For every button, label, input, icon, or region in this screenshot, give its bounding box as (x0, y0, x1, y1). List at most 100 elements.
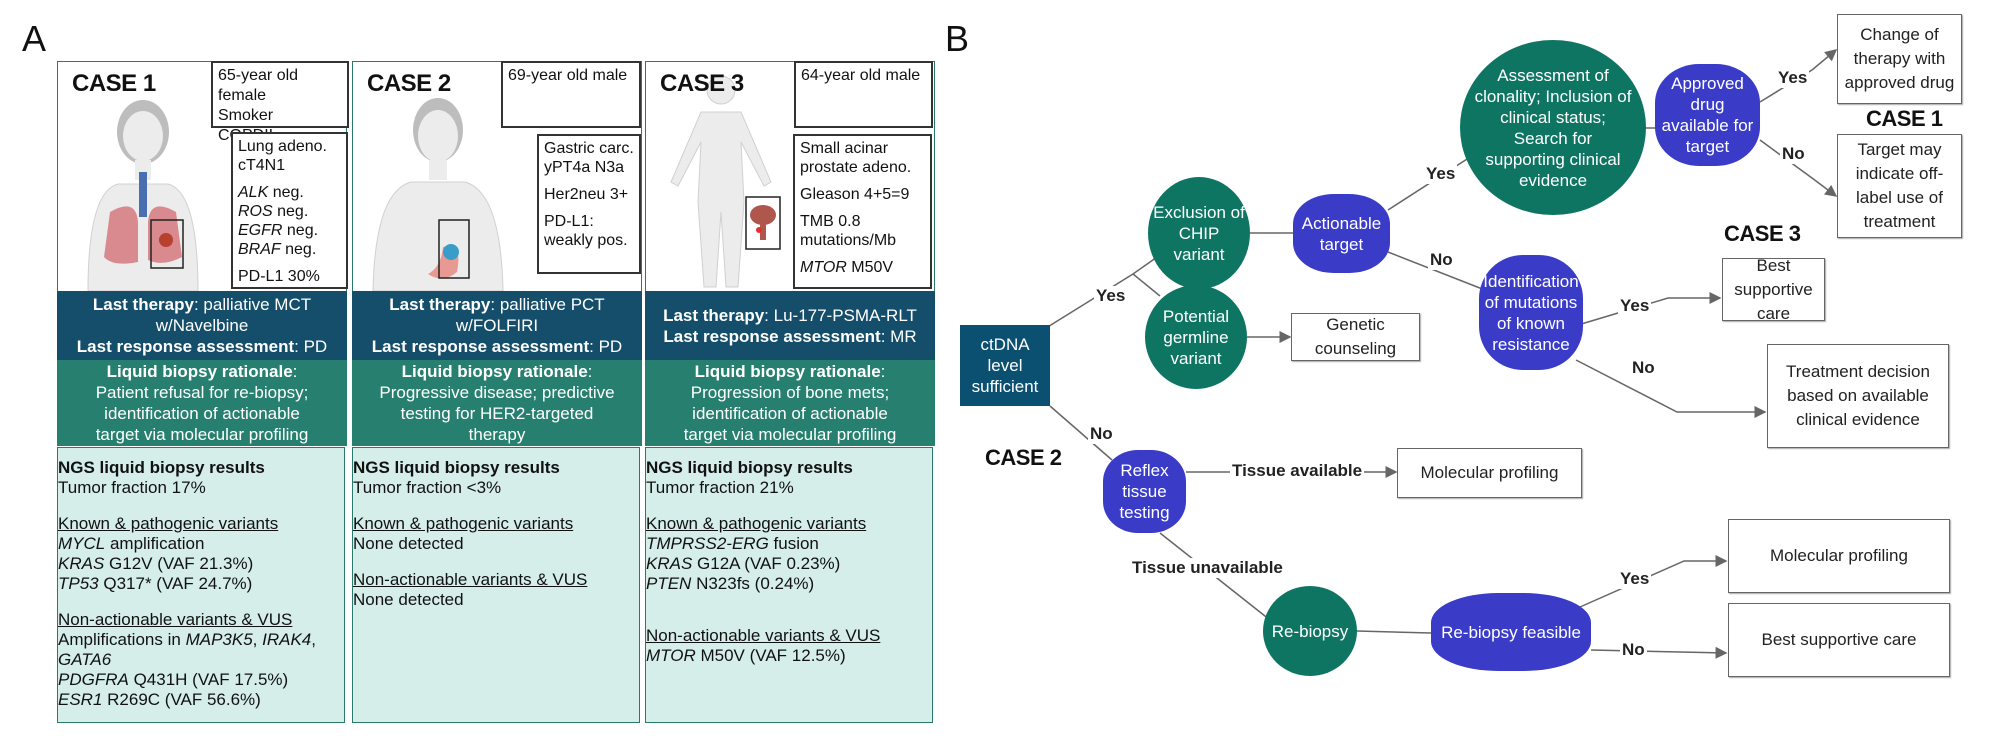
rationale-line: identification of actionable (57, 403, 347, 424)
results-line-segment: NGS liquid biopsy results (646, 458, 853, 477)
diagnosis-line: Lung adeno. (238, 137, 341, 156)
case-title: CASE 2 (367, 70, 451, 97)
results-line-segment: fusion (768, 534, 819, 553)
demographics-line: 69-year old male (508, 67, 628, 84)
results-line-segment: GATA6 (58, 650, 112, 669)
liquid-biopsy-rationale-band: Liquid biopsy rationale:Patient refusal … (57, 360, 347, 446)
results-line-segment: TP53 (58, 574, 99, 593)
edge-label-resistance-no: No (1630, 358, 1657, 378)
case-title: CASE 3 (660, 70, 744, 97)
results-line: MYCL amplification (58, 534, 344, 554)
node-ctdna-level: ctDNA level sufficient (960, 325, 1050, 406)
therapy-line-segment: : palliative PCT (490, 295, 605, 314)
box-change-of-therapy: Change of therapy with approved drug (1837, 14, 1962, 104)
diagnosis-line-segment: PD-L1: (544, 213, 594, 230)
rationale-line-segment: Liquid biopsy rationale (694, 362, 881, 381)
edge-label-resistance-yes: Yes (1618, 296, 1652, 316)
diagnosis-line-segment: BRAF (238, 241, 281, 258)
results-line-segment: R269C (VAF 56.6%) (102, 690, 261, 709)
results-line-segment: KRAS (58, 554, 105, 573)
rationale-line-segment: : (292, 362, 298, 381)
therapy-line-segment: Last response assessment (371, 337, 590, 356)
demographics-line: Smoker (218, 107, 274, 124)
rationale-line-segment: target via molecular profiling (95, 425, 309, 444)
results-line-segment: IRAK4 (262, 630, 312, 649)
rationale-line-segment: testing for HER2-targeted (400, 404, 594, 423)
rationale-line-segment: identification of actionable (104, 404, 300, 423)
results-line-segment: None detected (353, 590, 464, 609)
therapy-line-segment: : PD (589, 337, 623, 356)
diagnosis-line: Gastric carc. (544, 139, 634, 158)
case2-label: CASE 2 (985, 445, 1062, 470)
case-panel-1: CASE 1 65-year old femaleSmokerCOPDIILung… (57, 61, 349, 723)
rationale-line: therapy (352, 424, 642, 445)
rationale-line: Progression of bone mets; (645, 382, 935, 403)
diagnosis-line-segment: prostate adeno. (800, 159, 912, 176)
results-line: NGS liquid biopsy results (58, 458, 344, 478)
liquid-biopsy-rationale-band: Liquid biopsy rationale:Progression of b… (645, 360, 935, 446)
results-line-segment: , (252, 630, 263, 649)
diagnosis-line-segment: Gleason 4+5=9 (800, 186, 910, 203)
therapy-line: w/Navelbine (57, 315, 347, 336)
diagnosis-line-segment: ROS (238, 203, 273, 220)
rationale-line: identification of actionable (645, 403, 935, 424)
results-line-segment: Amplifications in (58, 630, 186, 649)
rationale-line-segment: Progression of bone mets; (690, 383, 890, 402)
rationale-line: Progressive disease; predictive (352, 382, 642, 403)
diagnosis-line: ALK neg. (238, 183, 341, 202)
results-line-segment: Tumor fraction <3% (353, 478, 502, 497)
liquid-biopsy-rationale-band: Liquid biopsy rationale:Progressive dise… (352, 360, 642, 446)
demographics-box: 65-year old femaleSmokerCOPDII (211, 61, 349, 144)
node-exclusion-chip: Exclusion of CHIP variant (1148, 177, 1250, 289)
diagnosis-line: BRAF neg. (238, 240, 341, 259)
node-potential-germline: Potential germline variant (1145, 285, 1247, 389)
rationale-line: Liquid biopsy rationale: (352, 361, 642, 382)
therapy-line: Last response assessment: PD (57, 336, 347, 357)
rationale-line: Liquid biopsy rationale: (645, 361, 935, 382)
therapy-line: Last therapy: Lu-177-PSMA-RLT (645, 305, 935, 326)
demographics-line: 64-year old male (801, 67, 921, 84)
results-line: None detected (353, 534, 639, 554)
rationale-line: Liquid biopsy rationale: (57, 361, 347, 382)
rationale-line-segment: target via molecular profiling (683, 425, 897, 444)
diagnosis-line-segment: Her2neu 3+ (544, 186, 629, 203)
box-off-label: Target may indicate off-label use of tre… (1837, 134, 1962, 238)
results-line-segment: None detected (353, 534, 464, 553)
results-line-segment: MYCL (58, 534, 106, 553)
edge-label-ctdna-yes: Yes (1094, 286, 1128, 306)
box-genetic-counseling: Genetic counseling (1291, 313, 1420, 361)
diagnosis-line: prostate adeno. (800, 158, 925, 177)
edge-label-approved-no: No (1780, 144, 1807, 164)
node-actionable-target: Actionable target (1293, 194, 1390, 273)
results-line: Known & pathogenic variants (646, 514, 932, 534)
rationale-line-segment: Liquid biopsy rationale (106, 362, 293, 381)
therapy-line-segment: w/Navelbine (155, 316, 249, 335)
diagnosis-line-segment: Gastric carc. (544, 140, 634, 157)
case-title: CASE 1 (72, 70, 156, 97)
results-line-segment: MTOR (646, 646, 696, 665)
case-illustration-area: CASE 1 65-year old femaleSmokerCOPDIILung… (57, 61, 349, 292)
results-line-segment: G12V (VAF 21.3%) (104, 554, 254, 573)
diagnosis-line-segment: cT4N1 (238, 157, 286, 174)
edge-label-feasible-no: No (1620, 640, 1647, 660)
diagnosis-line-segment: TMB 0.8 (800, 213, 861, 230)
results-line-segment: Non-actionable variants & VUS (353, 570, 588, 589)
edge-resistance-yes (1577, 292, 1722, 326)
results-line: Non-actionable variants & VUS (353, 570, 639, 590)
diagnosis-line: Small acinar (800, 139, 925, 158)
rationale-line: Patient refusal for re-biopsy; (57, 382, 347, 403)
results-line: KRAS G12V (VAF 21.3%) (58, 554, 344, 574)
results-line: Amplifications in MAP3K5, IRAK4, (58, 630, 344, 650)
results-line: KRAS G12A (VAF 0.23%) (646, 554, 932, 574)
diagnosis-line-segment: yPT4a N3a (544, 159, 625, 176)
box-molecular-profiling-2: Molecular profiling (1728, 519, 1950, 593)
diagnosis-line-segment: ALK (238, 184, 269, 201)
diagnosis-line-segment: M50V (846, 259, 894, 276)
results-line: MTOR M50V (VAF 12.5%) (646, 646, 932, 666)
edge-feasible-yes (1579, 555, 1728, 608)
rationale-line: target via molecular profiling (57, 424, 347, 445)
